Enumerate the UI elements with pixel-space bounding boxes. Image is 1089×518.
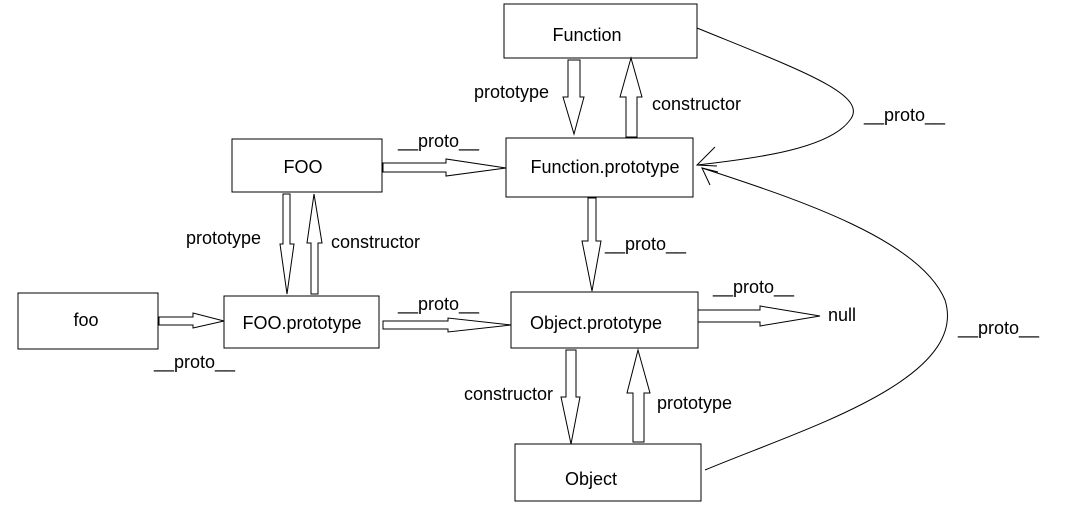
label-function-prototype: prototype (474, 82, 549, 102)
node-foo-prototype: FOO.prototype (223, 295, 380, 349)
label-function-constructor: constructor (652, 94, 741, 114)
node-foo-instance-label: foo (73, 310, 98, 330)
node-foo-instance: foo (17, 292, 159, 350)
node-function-prototype: Function.prototype (505, 137, 694, 198)
label-foo-prototype: prototype (186, 228, 261, 248)
arrow-foo-proto (382, 158, 507, 177)
node-foo-constructor-label: FOO (284, 157, 323, 177)
arrow-foo-instance-proto (158, 312, 225, 329)
label-function-proto: __proto__ (863, 105, 946, 126)
label-function-prototype-proto: __proto__ (604, 234, 687, 255)
node-object-label: Object (565, 469, 617, 489)
node-null-label: null (828, 305, 856, 325)
arrow-function-prototype-proto (581, 197, 602, 292)
label-foo-prototype-proto: __proto__ (397, 294, 480, 315)
node-foo-constructor: FOO (231, 138, 383, 193)
arrow-foo-prototype-proto (382, 317, 512, 333)
node-function-label: Function (552, 25, 621, 45)
arrow-foo-prototype (279, 193, 295, 295)
node-function-prototype-label: Function.prototype (530, 157, 679, 177)
arrow-foo-constructor (306, 193, 323, 295)
curve-object-proto-arrowhead (701, 167, 719, 186)
label-object-proto: __proto__ (957, 318, 1040, 339)
label-object-prototype-proto: __proto__ (712, 277, 795, 298)
node-object: Object (514, 443, 702, 502)
label-foo-instance-proto: __proto__ (153, 352, 236, 373)
arrow-object-prototype-proto (697, 305, 821, 327)
arrow-function-constructor (619, 56, 643, 138)
arrow-object-constructor (560, 349, 581, 445)
curve-function-proto-arrowhead (695, 146, 718, 167)
arrow-object-prototype (626, 348, 651, 443)
node-object-prototype-label: Object.prototype (530, 313, 662, 333)
curve-function-proto (696, 27, 854, 166)
node-function: Function (503, 3, 698, 59)
node-foo-prototype-label: FOO.prototype (242, 313, 361, 333)
curve-object-proto (701, 167, 948, 471)
node-object-prototype: Object.prototype (510, 291, 699, 349)
label-object-prototype: prototype (657, 393, 732, 413)
label-object-constructor: constructor (464, 384, 553, 404)
label-foo-constructor: constructor (331, 232, 420, 252)
arrow-function-prototype (562, 59, 585, 136)
label-foo-proto: __proto__ (397, 131, 480, 152)
